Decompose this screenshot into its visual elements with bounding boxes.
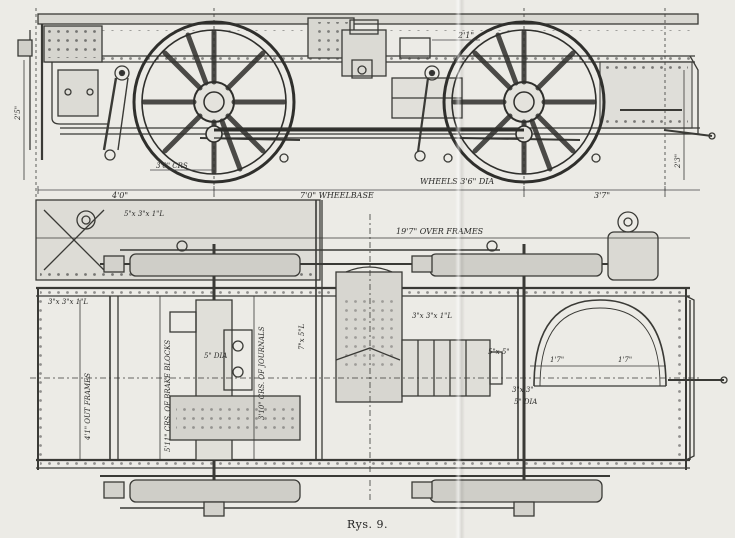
plan-text-labels: 19'7" OVER FRAMES 5"x 3"x 1"L 3"x 3"x 1"… <box>48 210 632 452</box>
label-dim-1-7-a: 1'7" <box>550 356 564 364</box>
page-fold-shadow <box>455 0 465 538</box>
label-journals: 3'10" CRS. OF JOURNALS <box>258 326 266 420</box>
plan-view <box>30 199 728 517</box>
label-dim-7-5: 7"x 5"L <box>298 323 306 350</box>
label-dia-small: 5" DIA <box>204 352 227 360</box>
side-elevation <box>17 8 716 200</box>
coupling-rod <box>214 128 524 139</box>
label-angle-mid: 3"x 3"x 1"L <box>412 312 452 320</box>
label-right-height: 2'3" <box>674 154 682 169</box>
label-dim-2-1: 2'1" <box>457 31 474 40</box>
label-brake-blocks: 5'11" CRS. OF BRAKE BLOCKS <box>164 340 172 452</box>
label-dim-1-7-b: 1'7" <box>618 356 632 364</box>
label-angle-left: 3"x 3"x 1"L <box>48 298 88 306</box>
label-right-overhang: 3'7" <box>594 191 610 200</box>
left-driving-wheel <box>132 20 296 184</box>
label-out-frames: 4'1" OUT FRAMES <box>84 373 92 441</box>
label-dim-3-0: 3'0" CRS <box>156 162 188 170</box>
label-over-frames: 19'7" OVER FRAMES <box>396 227 484 236</box>
label-dia-right: 5" DIA <box>514 398 537 406</box>
label-left-height: 2'5" <box>14 106 22 121</box>
right-driving-wheel <box>442 20 606 184</box>
label-dim-3-3: 3"x 3" <box>512 386 534 394</box>
figure-caption: Rys. 9. <box>347 518 388 531</box>
label-wheelbase: 7'0" WHEELBASE <box>300 191 374 200</box>
label-left-overhang: 4'0" <box>111 191 128 200</box>
label-dim-5-5: 5"x 5" <box>488 348 510 356</box>
label-bar-top: 5"x 3"x 1"L <box>124 210 164 218</box>
